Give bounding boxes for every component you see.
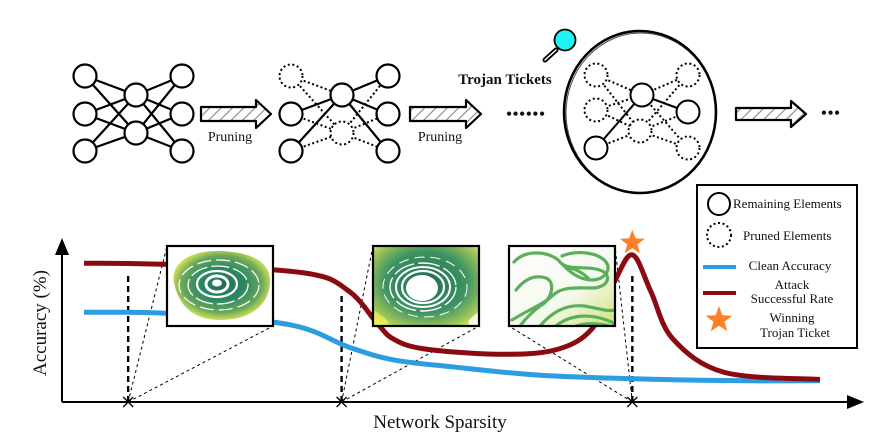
pruned-neuron (278, 63, 304, 89)
attack-success-rate-line (83, 252, 821, 382)
legend-attack-line2: Successful Rate (751, 291, 834, 306)
neuron (375, 63, 401, 89)
neuron (329, 82, 355, 108)
ellipsis-short: ••• (821, 105, 841, 122)
zoom-projection-line (127, 325, 274, 403)
legend: Remaining Elements Pruned Elements Clean… (696, 184, 858, 349)
zoom-projection-line (508, 325, 633, 403)
star-icon (705, 306, 733, 332)
neuron (169, 138, 195, 164)
neuron (278, 138, 304, 164)
x-axis-arrowhead (847, 395, 864, 409)
loss-landscape-1 (165, 244, 275, 328)
connection (290, 94, 343, 152)
neuron (375, 138, 401, 164)
legend-attack-line1: Attack (775, 277, 810, 292)
neuron (583, 135, 609, 161)
trojan-ticket-highlight-circle (562, 29, 718, 195)
pruning-arrow-3 (734, 99, 808, 129)
pruned-connection (595, 130, 641, 149)
connection (84, 94, 137, 152)
pruned-neuron (627, 118, 653, 144)
pruned-neuron (329, 120, 355, 146)
neuron (278, 101, 304, 127)
ellipsis-long: •••••• (506, 106, 546, 123)
pruned-neuron (583, 97, 609, 123)
loss-landscape-3 (507, 244, 617, 328)
pruned-neuron (583, 62, 609, 88)
neuron (72, 101, 98, 127)
magnifier-icon (542, 28, 577, 63)
neuron (72, 63, 98, 89)
zoom-projection-line (614, 245, 633, 403)
pruned-connection (595, 94, 643, 111)
pruning-label-2: Pruning (418, 130, 462, 145)
dense-network (72, 63, 195, 164)
neuron (375, 101, 401, 127)
pruned-connection (639, 74, 689, 132)
y-axis-label: Accuracy (%) (30, 270, 51, 376)
legend-winning-line2: Trojan Ticket (760, 325, 830, 340)
neuron (169, 63, 195, 89)
legend-clean-accuracy: Clean Accuracy (749, 258, 832, 273)
pruning-arrow-2 (408, 98, 483, 130)
trojan-ticket-network (583, 62, 701, 161)
solid-circle-icon (707, 192, 731, 216)
pruning-arrow-1 (199, 98, 273, 130)
zoom-projection-line (341, 245, 374, 403)
pruned-neuron (675, 62, 701, 88)
neuron (123, 120, 149, 146)
zoom-projection-line (127, 245, 168, 403)
legend-pruned-elements: Pruned Elements (743, 228, 831, 243)
y-axis-arrowhead (55, 238, 69, 255)
legend-remaining-elements: Remaining Elements (733, 196, 842, 211)
x-axis-label: Network Sparsity (373, 412, 507, 433)
pruned-connection (341, 75, 389, 134)
neuron (72, 138, 98, 164)
accuracy-vs-sparsity-chart: Network Sparsity Accuracy (%) (30, 229, 864, 433)
neuron (123, 82, 149, 108)
neuron (675, 99, 701, 125)
loss-landscape-2 (371, 244, 481, 328)
pruned-connection (290, 75, 343, 134)
legend-winning-line1: Winning (770, 310, 815, 325)
winning-trojan-ticket-star (620, 229, 645, 254)
pruned-network (278, 63, 401, 164)
pruning-label-1: Pruning (208, 130, 252, 145)
neuron (629, 82, 655, 108)
neuron (169, 101, 195, 127)
dotted-circle-icon (706, 222, 732, 248)
trojan-tickets-label: Trojan Tickets (458, 72, 552, 88)
pruned-neuron (675, 135, 701, 161)
